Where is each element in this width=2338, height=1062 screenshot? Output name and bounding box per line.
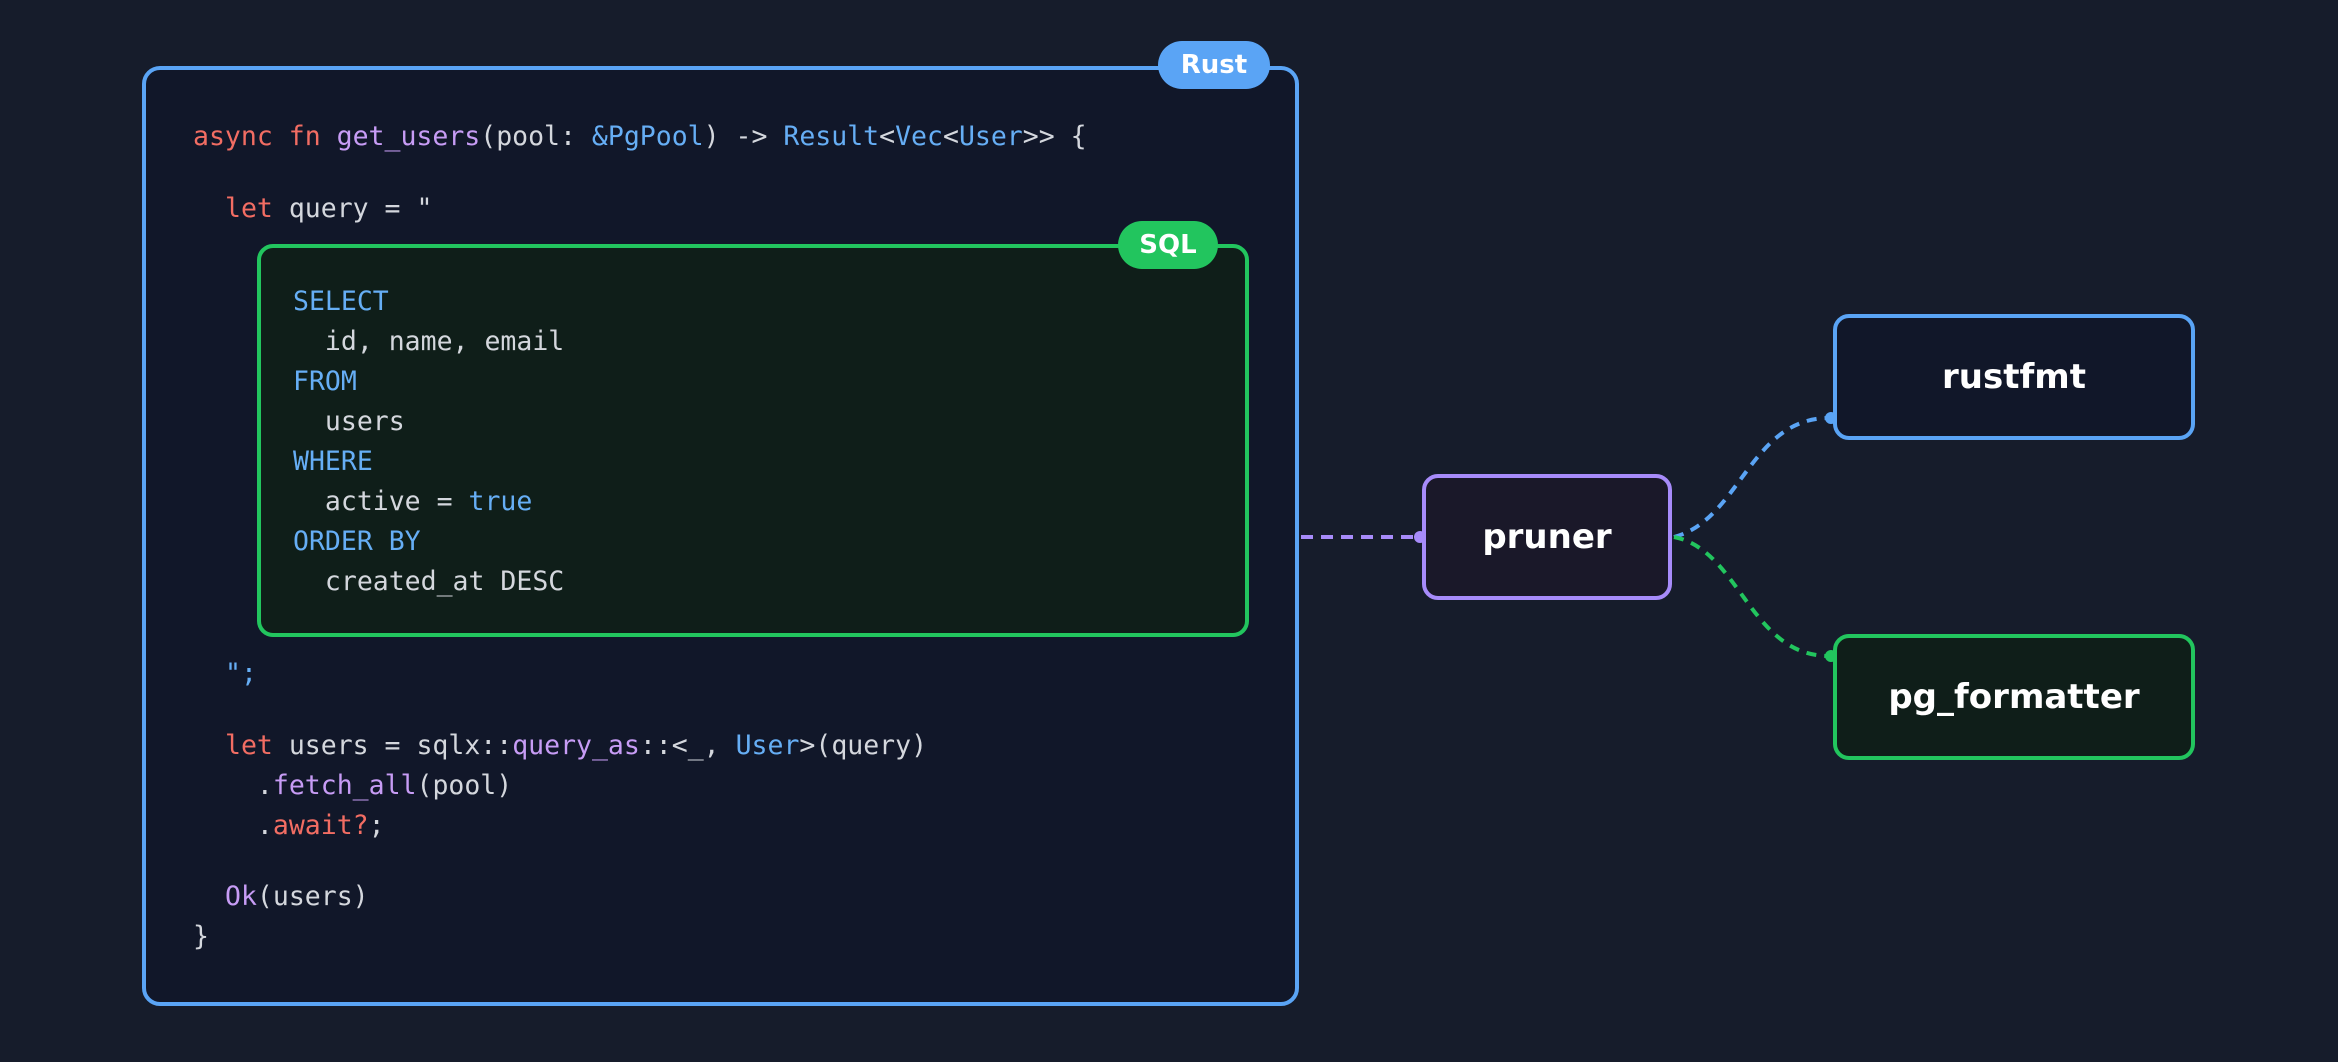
- pruner-node: pruner: [1422, 474, 1672, 600]
- code-token: >(query): [799, 730, 928, 761]
- sql-code: SELECT id, name, email FROM users WHERE …: [293, 282, 564, 602]
- code-token: ";: [225, 658, 257, 689]
- rust-code-close-string: ";: [225, 654, 257, 694]
- code-token: Ok: [225, 881, 257, 912]
- rust-code-ok: Ok(users): [225, 877, 369, 917]
- code-token: get_users: [336, 121, 481, 152]
- code-token: ::<_,: [639, 730, 736, 761]
- sql-embedded-box: [257, 244, 1249, 637]
- code-token: SELECT: [293, 286, 389, 317]
- code-token: Result: [783, 121, 880, 152]
- code-token: fn: [288, 121, 321, 152]
- rust-code-let-query: let query = ": [225, 189, 432, 229]
- code-token: users: [293, 406, 405, 437]
- code-token: User: [735, 730, 800, 761]
- edge-pruner-to-rustfmt: [1673, 416, 1830, 539]
- code-token: id, name, email: [293, 326, 565, 357]
- code-token: users = sqlx::: [272, 730, 513, 761]
- rust-code-closing-brace: }: [193, 917, 209, 957]
- code-token: let: [225, 730, 273, 761]
- code-token: FROM: [293, 366, 357, 397]
- rust-code-top: async fn get_users(pool: &PgPool) -> Res…: [193, 117, 1087, 157]
- code-token: async: [193, 121, 273, 152]
- pruner-node-label: pruner: [1482, 517, 1612, 557]
- pg-formatter-node-label: pg_formatter: [1888, 677, 2140, 717]
- rustfmt-node-label: rustfmt: [1942, 357, 2086, 397]
- code-token: fetch_all: [272, 770, 417, 801]
- code-token: (users): [256, 881, 369, 912]
- code-token: created_at DESC: [293, 566, 565, 597]
- pg-formatter-node: pg_formatter: [1833, 634, 2195, 760]
- rust-language-badge: Rust: [1158, 41, 1270, 89]
- code-token: ;: [368, 810, 385, 841]
- rustfmt-node: rustfmt: [1833, 314, 2195, 440]
- code-token: <: [942, 121, 959, 152]
- code-token: (pool): [416, 770, 513, 801]
- code-token: &PgPool: [591, 121, 704, 152]
- code-token: }: [193, 921, 209, 952]
- code-token: Vec: [895, 121, 943, 152]
- code-token: query_as: [512, 730, 640, 761]
- code-token: >> {: [1022, 121, 1087, 152]
- rust-code-let-users: let users = sqlx::query_as::<_, User>(qu…: [225, 726, 927, 846]
- code-token: WHERE: [293, 446, 373, 477]
- code-token: <: [879, 121, 896, 152]
- code-token: true: [468, 486, 533, 517]
- code-token: ) ->: [703, 121, 784, 152]
- code-token: await?: [272, 810, 369, 841]
- code-token: User: [958, 121, 1023, 152]
- code-token: (pool:: [480, 121, 592, 152]
- sql-language-badge: SQL: [1118, 221, 1218, 269]
- code-token: ORDER BY: [293, 526, 421, 557]
- code-token: query = ": [272, 193, 433, 224]
- code-token: let: [225, 193, 273, 224]
- edge-pruner-to-pg-formatter: [1673, 535, 1830, 658]
- code-token: .: [256, 810, 273, 841]
- code-token: .: [256, 770, 273, 801]
- code-token: active =: [293, 486, 469, 517]
